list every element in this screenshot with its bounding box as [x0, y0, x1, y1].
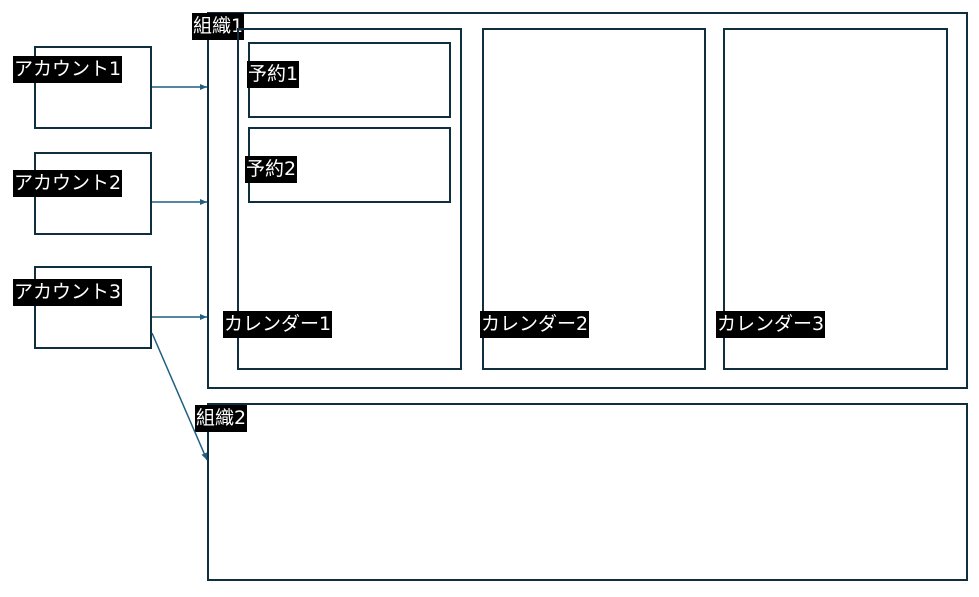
calendar-3-box — [723, 28, 948, 370]
organization-2-label: 組織2 — [195, 405, 248, 432]
connector-account-3-to-organization-2 — [151, 332, 208, 461]
account-2-label: アカウント2 — [13, 170, 123, 197]
account-1-label: アカウント1 — [13, 56, 123, 83]
organization-1-label: 組織1 — [192, 13, 245, 40]
calendar-1-label: カレンダー1 — [223, 311, 333, 338]
calendar-2-label: カレンダー2 — [480, 311, 590, 338]
calendar-1-box — [237, 28, 462, 370]
calendar-2-box — [482, 28, 706, 370]
organization-2-box — [207, 403, 968, 581]
account-3-box — [34, 266, 152, 349]
account-1-box — [34, 46, 152, 129]
organization-1-box — [207, 12, 968, 389]
reservation-1-label: 予約1 — [247, 61, 300, 88]
reservation-2-label: 予約2 — [245, 156, 298, 183]
calendar-3-label: カレンダー3 — [716, 311, 826, 338]
account-3-label: アカウント3 — [13, 279, 123, 306]
